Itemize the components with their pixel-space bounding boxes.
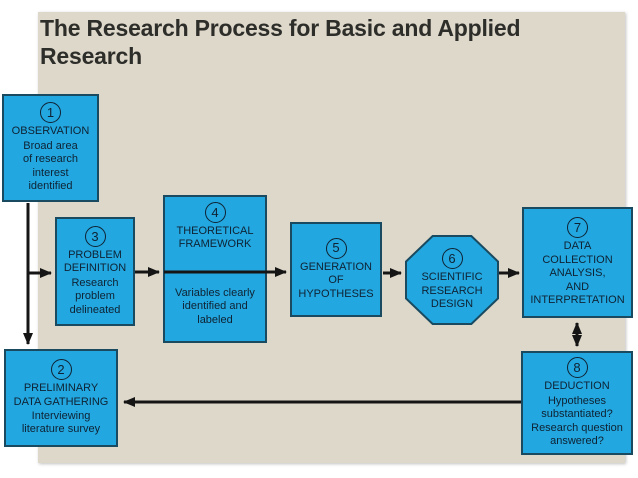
node-problem-definition-body: Research problem delineated: [69, 276, 121, 316]
node-preliminary-data-gathering: 2 PRELIMINARY DATA GATHERING Interviewin…: [4, 349, 118, 447]
node-preliminary-data-gathering-body: Interviewing literature survey: [21, 410, 101, 436]
node-deduction-body: Hypotheses substantiated? Research quest…: [531, 394, 623, 448]
node-theoretical-framework-heading: THEORETICAL FRAMEWORK: [176, 225, 254, 251]
node-data-collection-analysis-interpretation: 7 DATA COLLECTION ANALYSIS, AND INTERPRE…: [522, 207, 633, 318]
step-7-number-badge: 7: [567, 217, 588, 239]
node-generation-of-hypotheses-heading: GENERATION OF HYPOTHESES: [298, 260, 374, 300]
node-problem-definition: 3 PROBLEM DEFINITION Research problem de…: [55, 217, 135, 326]
step-8-number-badge: 8: [566, 357, 588, 379]
node-scientific-research-design: 6 SCIENTIFIC RESEARCH DESIGN: [405, 235, 499, 325]
node-observation-heading: OBSERVATION: [11, 125, 90, 138]
node-deduction: 8 DEDUCTION Hypotheses substantiated? Re…: [521, 351, 633, 455]
node-observation-body: Broad area of research interest identifi…: [22, 139, 79, 193]
node-deduction-heading: DEDUCTION: [544, 380, 610, 393]
step-6-number-badge: 6: [441, 248, 463, 270]
node-observation: 1 OBSERVATION Broad area of research int…: [2, 94, 99, 202]
node-preliminary-data-gathering-heading: PRELIMINARY DATA GATHERING: [13, 382, 109, 408]
step-1-number-badge: 1: [40, 102, 61, 124]
step-5-number-badge: 5: [325, 237, 347, 259]
node-theoretical-framework-body: Variables clearly identified and labeled: [175, 286, 255, 326]
node-data-collection-heading: DATA COLLECTION ANALYSIS, AND INTERPRETA…: [530, 240, 625, 307]
slide-title: The Research Process for Basic and Appli…: [40, 15, 521, 70]
node-theoretical-framework: 4 THEORETICAL FRAMEWORK Variables clearl…: [163, 195, 267, 343]
step-2-number-badge: 2: [50, 359, 72, 381]
node-scientific-research-design-heading: SCIENTIFIC RESEARCH DESIGN: [421, 271, 483, 311]
step-3-number-badge: 3: [84, 225, 106, 247]
step-4-number-badge: 4: [204, 202, 226, 223]
node-problem-definition-heading: PROBLEM DEFINITION: [63, 248, 127, 275]
node-generation-of-hypotheses: 5 GENERATION OF HYPOTHESES: [290, 222, 382, 317]
